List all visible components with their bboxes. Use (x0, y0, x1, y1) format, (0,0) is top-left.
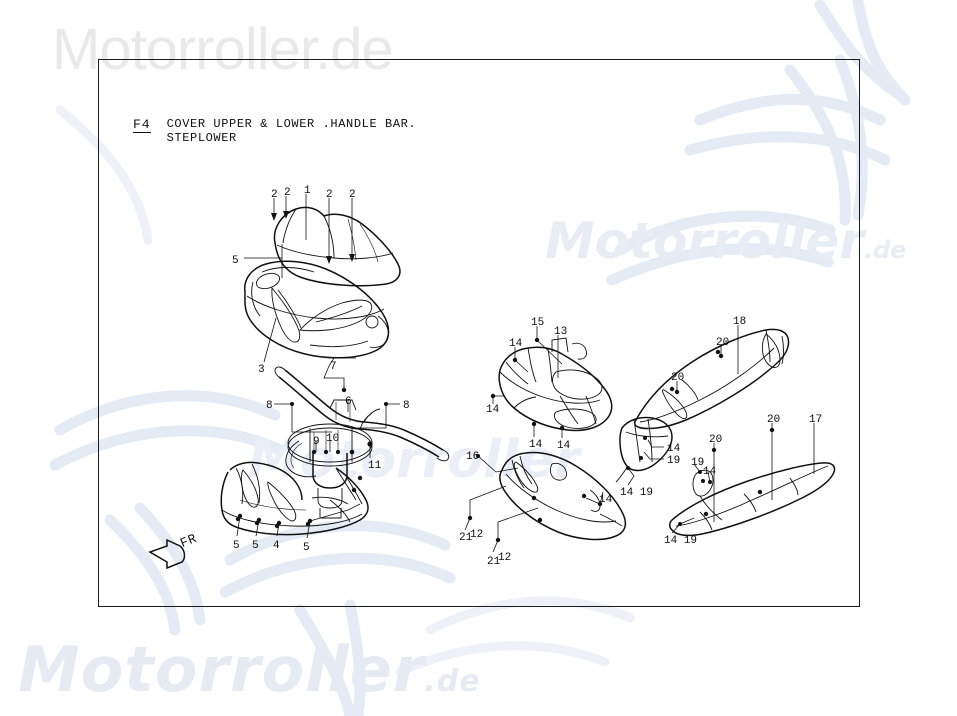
figure-title: COVER UPPER & LOWER .HANDLE BAR. STEPLOW… (166, 117, 417, 145)
figure-code: F4 (133, 117, 151, 133)
figure-title-line1: COVER UPPER & LOWER .HANDLE BAR. (166, 117, 417, 131)
callout-number-20: 20 (767, 414, 781, 426)
part-leg-shield-outer (500, 453, 625, 540)
callout-number-2: 2 (284, 187, 291, 199)
callout-number-2: 2 (271, 189, 278, 201)
callout-number-6: 6 (345, 396, 352, 408)
callout-number-14: 14 (529, 439, 543, 451)
callout-number-5: 5 (252, 540, 259, 552)
callout-number-13: 13 (554, 326, 568, 338)
callout-number-2: 2 (326, 189, 333, 201)
callout-number-20: 20 (709, 434, 723, 446)
drawing-frame-border (98, 59, 860, 607)
part-side-floor-trim (670, 463, 835, 536)
part-steering-head-assembly (286, 424, 372, 518)
part-side-floor-panel-upper (635, 329, 789, 428)
callout-number-7: 7 (330, 361, 337, 373)
callout-number-17: 17 (809, 414, 823, 426)
callout-number-8: 8 (266, 400, 273, 412)
callout-leaders (237, 194, 814, 552)
part-leg-shield-inner (499, 338, 612, 430)
callout-number-15: 15 (531, 317, 545, 329)
callout-number-14: 14 (599, 494, 613, 506)
part-side-bracket (616, 417, 672, 482)
callout-number-19: 19 (667, 455, 681, 467)
figure-title-line2: STEPLOWER (166, 130, 237, 145)
callout-number-12: 12 (470, 529, 484, 541)
callout-number-8: 8 (403, 400, 410, 412)
callout-number-5: 5 (233, 540, 240, 552)
callout-number-14: 14 (486, 404, 500, 416)
callout-number-4: 4 (273, 540, 280, 552)
callout-number-5: 5 (303, 542, 310, 554)
callout-number-21: 21 (459, 532, 473, 544)
callout-number-16: 16 (466, 451, 480, 463)
callout-number-10: 10 (326, 433, 340, 445)
callout-number-5: 5 (232, 255, 239, 267)
callout-number-2: 2 (349, 189, 356, 201)
callout-number-12: 12 (498, 552, 512, 564)
callout-number-14-19: 14 19 (664, 535, 698, 547)
callout-number-14: 14 (557, 440, 571, 452)
callout-number-14-19: 14 19 (620, 487, 654, 499)
callout-number-18: 18 (733, 316, 747, 328)
callout-number-1: 1 (304, 185, 311, 197)
callout-number-14: 14 (703, 466, 717, 478)
callout-number-20: 20 (716, 337, 730, 349)
callout-number-11: 11 (368, 460, 382, 472)
callout-number-19: 19 (691, 457, 705, 469)
callout-number-9: 9 (313, 436, 320, 448)
callout-number-3: 3 (258, 364, 265, 376)
part-lower-bracket-right (693, 470, 722, 520)
title-block: F4 COVER UPPER & LOWER .HANDLE BAR. STEP… (133, 117, 417, 145)
callout-number-14: 14 (509, 338, 523, 350)
callout-number-21: 21 (487, 556, 501, 568)
part-handlebar (275, 367, 449, 461)
part-handlebar-lower-cover (245, 261, 389, 358)
callout-number-14: 14 (667, 443, 681, 455)
callout-number-20: 20 (671, 372, 685, 384)
part-handlebar-upper-cover (274, 207, 399, 285)
front-direction-arrow (150, 540, 184, 568)
